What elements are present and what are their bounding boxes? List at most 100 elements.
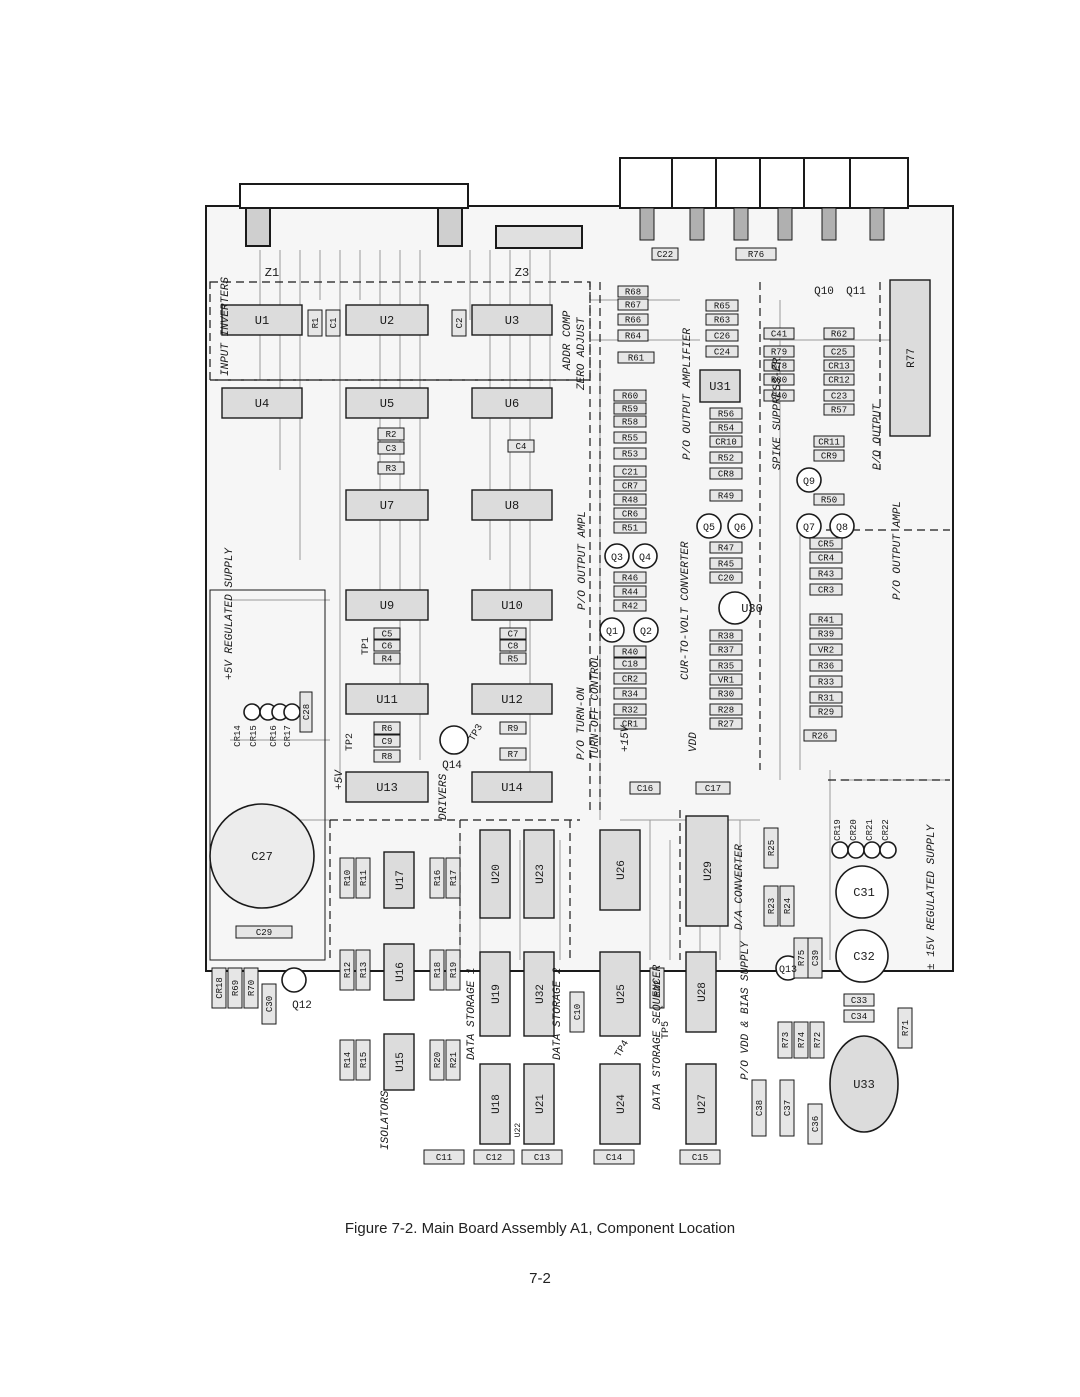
u11-label: U11: [376, 693, 398, 707]
c18-part: C18: [613, 657, 647, 670]
r31-body: [809, 691, 843, 704]
c20-body: [709, 571, 743, 584]
r35-label: R35: [718, 662, 734, 672]
u10-label: U10: [501, 599, 523, 613]
connector-pin: [777, 207, 793, 241]
c28-part: C28: [299, 691, 313, 733]
r80-label: R80: [771, 376, 787, 386]
c33-body: [843, 993, 875, 1007]
r29-part: R29: [809, 705, 843, 718]
cr16-label: CR16: [269, 725, 279, 747]
u12-label: U12: [501, 693, 523, 707]
r53-body: [613, 447, 647, 460]
connector-pins: [639, 207, 885, 241]
c18-label: C18: [622, 660, 638, 670]
r62-body: [823, 327, 855, 340]
r60-part: R60: [613, 389, 647, 402]
r56-body: [709, 407, 743, 420]
tp5-label: TP5: [661, 1021, 672, 1039]
r50-part: R50: [813, 493, 845, 506]
q7-label: Q7: [803, 523, 815, 534]
r21-body: [445, 1039, 461, 1081]
cr8-body: [709, 467, 743, 480]
c9-label: C9: [382, 737, 393, 747]
r66-label: R66: [625, 316, 641, 326]
q6-label: Q6: [734, 523, 746, 534]
r73-label: R73: [781, 1032, 791, 1048]
r68-part: R68: [617, 285, 649, 298]
connector-pin: [821, 207, 837, 241]
c39-part: C39: [807, 937, 823, 979]
u25-label: U25: [616, 984, 628, 1004]
u10-chip: [471, 589, 553, 621]
cr8-label: CR8: [718, 470, 734, 480]
top-left-connector: [239, 183, 469, 209]
r21-label: R21: [449, 1052, 459, 1068]
r61-label: R61: [628, 354, 644, 364]
u16-chip: [383, 943, 415, 1001]
r68-body: [617, 285, 649, 298]
c23-part: C23: [823, 389, 855, 402]
q4-transistor: [632, 543, 658, 569]
r23-label: R23: [767, 898, 777, 914]
c2-part: C2: [451, 309, 467, 337]
connector-bracket-right: [437, 207, 463, 247]
cr13-body: [823, 359, 855, 372]
u4-chip: [221, 387, 303, 419]
c41-part: C41: [763, 327, 795, 340]
q3-label: Q3: [611, 553, 623, 564]
r31-label: R31: [818, 694, 834, 704]
q1-transistor: [599, 617, 625, 643]
u1-label: U1: [255, 314, 269, 328]
c36-part: C36: [807, 1103, 823, 1145]
u33-label: U33: [853, 1078, 875, 1092]
u26-label: U26: [616, 860, 628, 880]
u25-chip: [599, 951, 641, 1037]
cr7-label: CR7: [622, 482, 638, 492]
r7-label: R7: [508, 750, 519, 760]
u7-chip: [345, 489, 429, 521]
r15-label: R15: [359, 1052, 369, 1068]
c10-part: C10: [569, 991, 585, 1033]
label-input-inverters: INPUT INVERTERS: [220, 277, 232, 376]
cr4-body: [809, 551, 843, 564]
r5-body: [499, 652, 527, 665]
c17-body: [695, 781, 731, 795]
r28-label: R28: [718, 706, 734, 716]
u3-chip: [471, 304, 553, 336]
z3-label: Z3: [515, 266, 529, 280]
r64-label: R64: [625, 332, 641, 342]
r56-label: R56: [718, 410, 734, 420]
r67-part: R67: [617, 298, 649, 311]
r43-body: [809, 567, 843, 580]
r9-part: R9: [499, 721, 527, 735]
r66-body: [617, 313, 649, 326]
u15-chip: [383, 1033, 415, 1091]
u18-label: U18: [491, 1094, 503, 1114]
r80-body: [763, 373, 795, 386]
r27-part: R27: [709, 717, 743, 730]
cr14-label: CR14: [233, 725, 243, 747]
c40-body: [763, 389, 795, 402]
q6-transistor: [727, 513, 753, 539]
q2-label: Q2: [640, 627, 652, 638]
u23-label: U23: [535, 864, 547, 884]
r25-body: [763, 827, 779, 869]
r18-part: R18: [429, 949, 445, 991]
c40-part: C40: [763, 389, 795, 402]
c8-label: C8: [508, 642, 519, 652]
c17-part: C17: [695, 781, 731, 795]
r14-part: R14: [339, 1039, 355, 1081]
r39-body: [809, 627, 843, 640]
r76-part: R76: [735, 247, 777, 261]
r10-label: R10: [343, 870, 353, 886]
r73-part: R73: [777, 1021, 793, 1059]
r37-part: R37: [709, 643, 743, 656]
u32-chip: [523, 951, 555, 1037]
c25-body: [823, 345, 855, 358]
cr7-body: [613, 479, 647, 492]
c33-label: C33: [851, 996, 867, 1006]
c21-label: C21: [622, 468, 638, 478]
cr10-part: CR10: [709, 435, 743, 448]
